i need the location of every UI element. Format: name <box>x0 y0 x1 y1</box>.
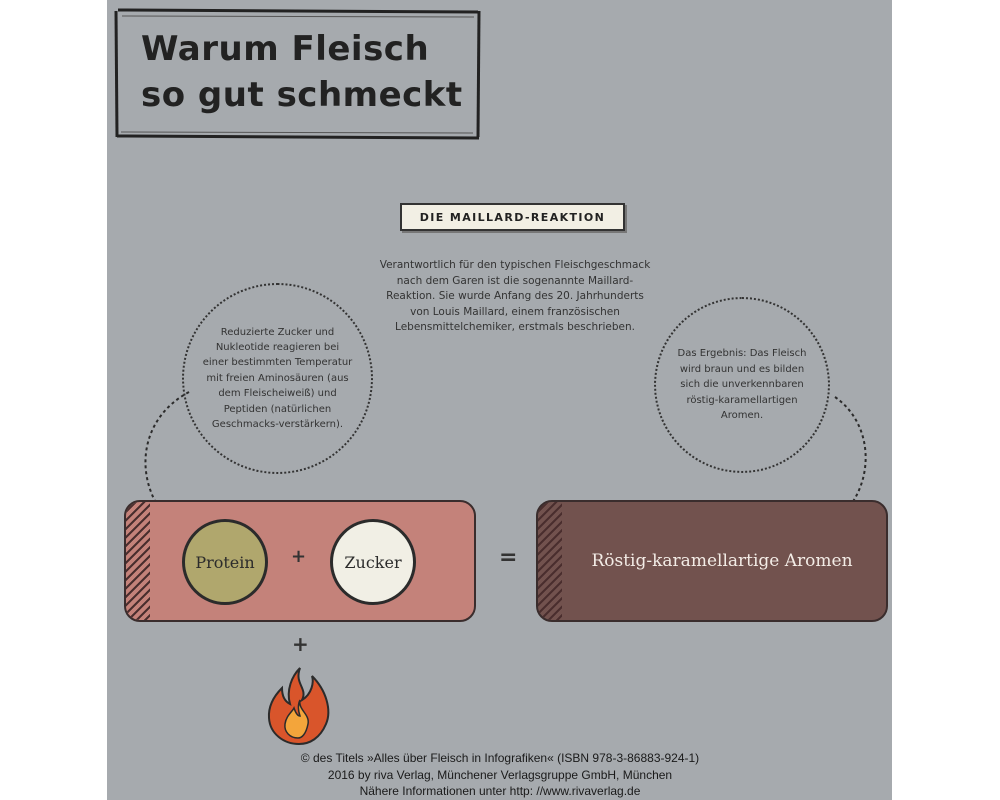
right-bubble-text: Das Ergebnis: Das Fleisch wird braun und… <box>677 348 807 422</box>
left-bubble-text: Reduzierte Zucker und Nukleotide reagier… <box>202 326 353 431</box>
equals-sign: = <box>499 545 518 570</box>
arrow-layer <box>144 391 867 523</box>
title-box: Warum Fleisch so gut schmeckt <box>112 6 484 142</box>
copyright-line-2: 2016 by riva Verlag, Münchener Verlagsgr… <box>327 767 673 782</box>
copyright-line-3: Nähere Informationen unter http: //www.r… <box>359 784 641 798</box>
ingredients-box: Protein + Zucker <box>124 500 476 622</box>
right-arrow <box>834 396 867 518</box>
right-bubble: Das Ergebnis: Das Fleisch wird braun und… <box>654 297 830 473</box>
fire-icon <box>267 667 330 746</box>
zucker-circle: Zucker <box>330 519 416 605</box>
protein-label: Protein <box>195 552 255 572</box>
protein-circle: Protein <box>182 519 268 605</box>
box-hatch <box>538 502 562 620</box>
page-title: Warum Fleisch so gut schmeckt <box>141 26 463 118</box>
box-hatch <box>126 502 150 620</box>
infographic-panel: Warum Fleisch so gut schmeckt DIE MAILLA… <box>107 0 892 800</box>
plus-sign-below: + <box>292 632 309 656</box>
intro-text: Verantwortlich für den typischen Fleisch… <box>379 259 651 334</box>
title-line-1: Warum Fleisch <box>141 29 430 69</box>
copyright-line-1: © des Titels »Alles über Fleisch in Info… <box>300 751 700 765</box>
title-line-2: so gut schmeckt <box>141 75 463 115</box>
section-badge: DIE MAILLARD-REAKTION <box>400 203 625 231</box>
zucker-label: Zucker <box>344 552 402 572</box>
result-box: Röstig-karamellartige Aromen <box>536 500 888 622</box>
plus-sign: + <box>291 546 307 567</box>
left-arrow <box>144 391 190 517</box>
copyright-notice: © des Titels »Alles über Fleisch in Info… <box>0 750 1000 800</box>
title-frame <box>114 8 481 140</box>
result-label: Röstig-karamellartige Aromen <box>591 551 853 571</box>
left-bubble: Reduzierte Zucker und Nukleotide reagier… <box>182 283 373 474</box>
